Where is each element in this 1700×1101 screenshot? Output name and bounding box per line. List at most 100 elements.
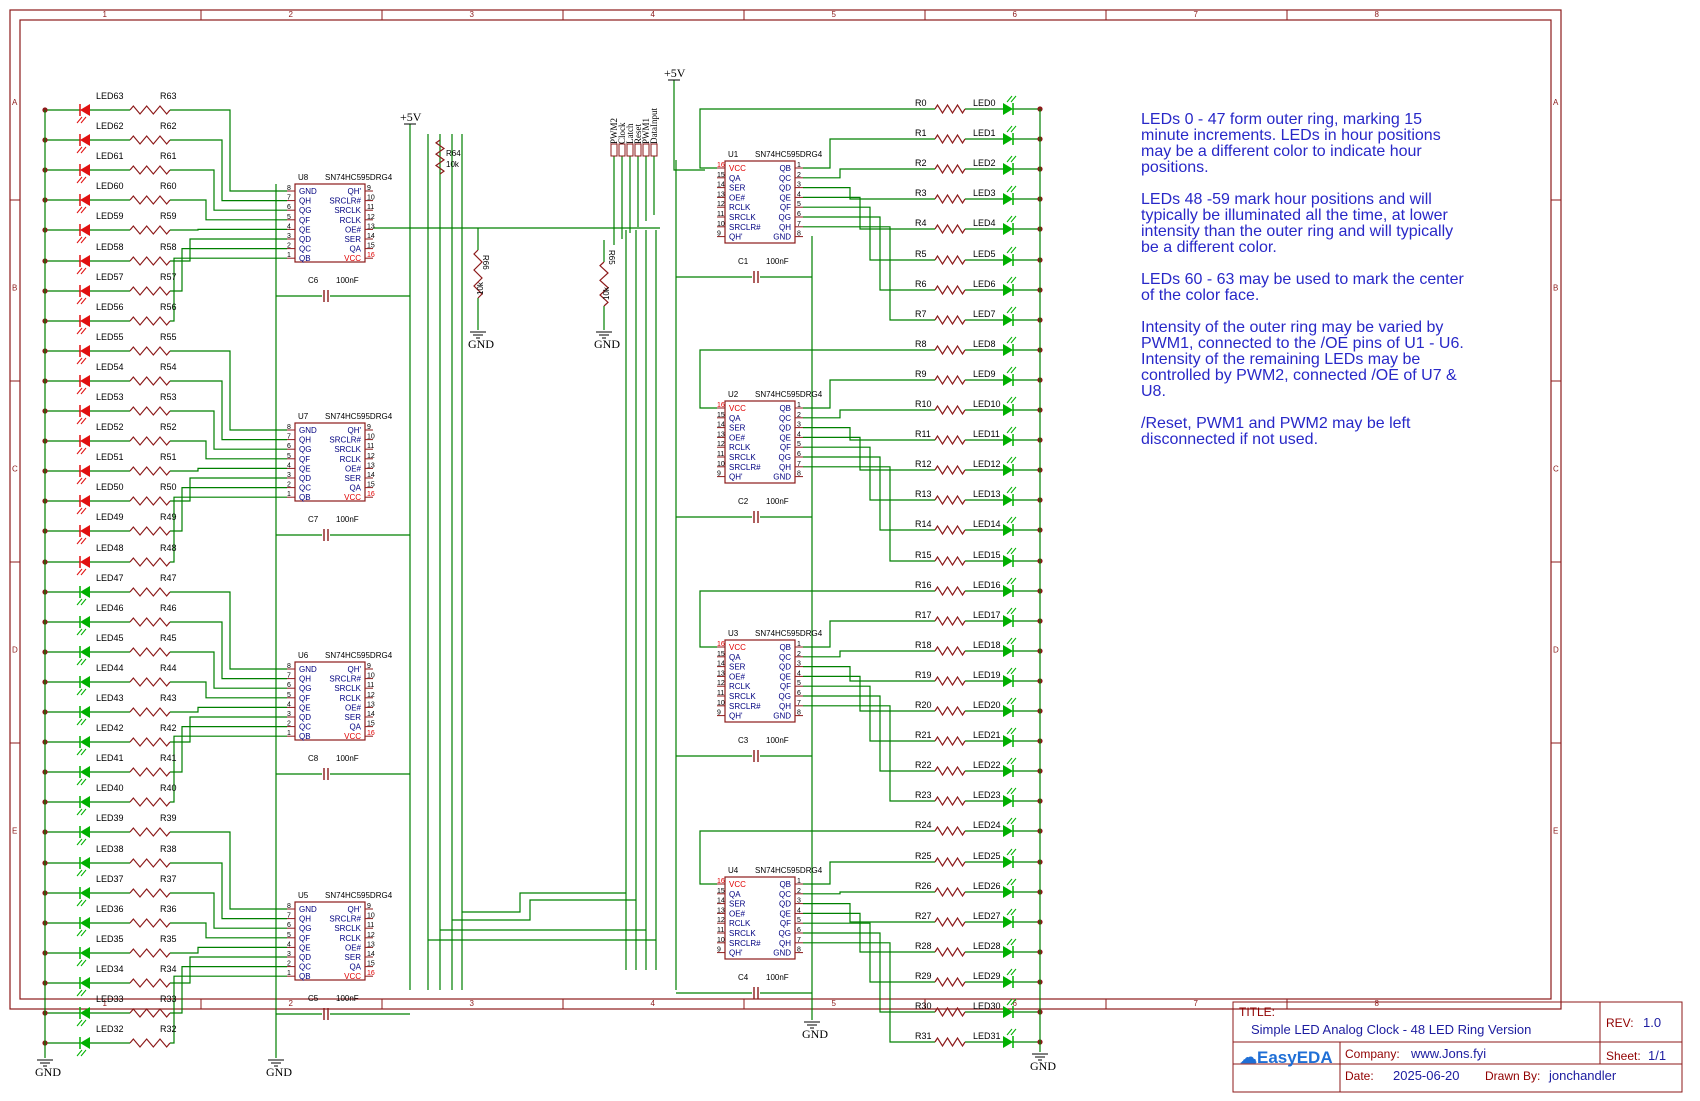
cap-value: 100nF <box>336 994 359 1003</box>
title-block-border <box>1232 1001 1683 1093</box>
ic-pin-number: 6 <box>797 451 801 458</box>
column-label: 1 <box>103 10 108 19</box>
ic-pin-number: 8 <box>287 903 291 910</box>
led-label: LED62 <box>96 121 124 131</box>
ic-pin-name: QC <box>299 484 311 493</box>
gnd-label: GND <box>266 1065 292 1079</box>
ic-pin-name: QA <box>349 723 361 732</box>
wire <box>803 705 935 802</box>
led-arrow <box>80 267 87 275</box>
led-symbol <box>1003 254 1013 266</box>
ic-pin-name: SRCLK <box>729 929 756 938</box>
ic-pin-name: QB <box>779 880 791 889</box>
resistor-label: R22 <box>915 760 932 770</box>
resistor-symbol <box>934 344 966 356</box>
led-arrow <box>80 778 87 786</box>
ic-pin-name: VCC <box>344 254 361 263</box>
led-arrow <box>76 959 83 967</box>
ic-pin-number: 8 <box>287 185 291 192</box>
led-symbol <box>80 556 90 568</box>
resistor-symbol <box>934 374 966 386</box>
ic-pin-name: SRCLR# <box>729 463 761 472</box>
resistor-symbol <box>934 494 966 506</box>
wire <box>170 257 287 322</box>
ic-pin-number: 1 <box>797 162 801 169</box>
ic-pin-number: 7 <box>287 913 291 920</box>
led-label: LED8 <box>973 339 996 349</box>
led-arrow <box>76 537 83 545</box>
resistor-symbol <box>934 1006 966 1018</box>
led-label: LED23 <box>973 790 1001 800</box>
title-label: TITLE: <box>1239 1005 1276 1019</box>
ic-pin-number: 2 <box>797 412 801 419</box>
led-arrow <box>1010 667 1017 675</box>
wire <box>803 675 935 712</box>
gnd-label: GND <box>594 337 620 351</box>
wire <box>170 109 287 192</box>
led-label: LED20 <box>973 700 1001 710</box>
led-label: LED60 <box>96 181 124 191</box>
ic-pin-name: SRCLK <box>729 692 756 701</box>
led-label: LED56 <box>96 302 124 312</box>
ic-pin-number: 12 <box>367 453 375 460</box>
ic-pin-number: 9 <box>717 471 721 478</box>
resistor-label: R56 <box>160 302 177 312</box>
led-arrow <box>1010 938 1017 946</box>
led-label: LED1 <box>973 128 996 138</box>
resistor-symbol <box>934 615 966 627</box>
resistor-symbol <box>934 795 966 807</box>
pullup-ref: R65 <box>607 250 616 265</box>
ic-pin-number: 1 <box>797 878 801 885</box>
led-arrow <box>1010 787 1017 795</box>
led-arrow <box>1006 336 1013 344</box>
resistor-symbol <box>129 346 171 356</box>
led-arrow <box>1010 215 1017 223</box>
ic-pin-number: 2 <box>287 243 291 250</box>
ic-pin-name: SER <box>345 953 362 962</box>
column-label: 8 <box>1375 10 1380 19</box>
led-arrow <box>1006 155 1013 163</box>
led-symbol <box>80 736 90 748</box>
ic-pin-name: QC <box>779 414 791 423</box>
ic-body <box>724 639 796 723</box>
ic-pin-name: QE <box>299 943 311 952</box>
wire <box>170 410 287 450</box>
wire <box>170 350 287 431</box>
resistor-symbol <box>934 314 966 326</box>
led-symbol <box>80 887 90 899</box>
led-arrow <box>1006 998 1013 1006</box>
led-symbol <box>80 1007 90 1019</box>
ic-pin-name: QH <box>299 436 311 445</box>
ic-pin-number: 3 <box>797 422 801 429</box>
resistor-label: R45 <box>160 633 177 643</box>
led-label: LED55 <box>96 332 124 342</box>
ic-pin-number: 15 <box>717 888 725 895</box>
ic-pin-name: QA <box>729 414 741 423</box>
title-block: TITLE: Simple LED Analog Clock - 48 LED … <box>1233 1002 1682 1092</box>
led-arrow <box>80 989 87 997</box>
wire <box>803 226 935 321</box>
cloud-icon: ☁ <box>1240 1048 1257 1067</box>
ic-pin-number: 1 <box>287 491 291 498</box>
led-label: LED47 <box>96 573 124 583</box>
wire <box>803 665 935 682</box>
led-label: LED32 <box>96 1024 124 1034</box>
led-symbol <box>80 224 90 236</box>
led-label: LED22 <box>973 760 1001 770</box>
led-arrow <box>76 236 83 244</box>
resistor-symbol <box>934 765 966 777</box>
led-symbol <box>1003 585 1013 597</box>
led-arrow <box>76 899 83 907</box>
resistor-symbol <box>129 526 171 536</box>
ic-pin-name: QH <box>779 939 791 948</box>
ic-pin-name: GND <box>773 712 791 721</box>
ic-pin-number: 4 <box>287 701 291 708</box>
ic-pin-name: SER <box>729 184 746 193</box>
led-label: LED58 <box>96 242 124 252</box>
led-label: LED29 <box>973 971 1001 981</box>
resistor-symbol <box>129 406 171 416</box>
led-symbol <box>80 826 90 838</box>
resistor-label: R52 <box>160 422 177 432</box>
resistor-label: R24 <box>915 820 932 830</box>
led-symbol <box>80 766 90 778</box>
